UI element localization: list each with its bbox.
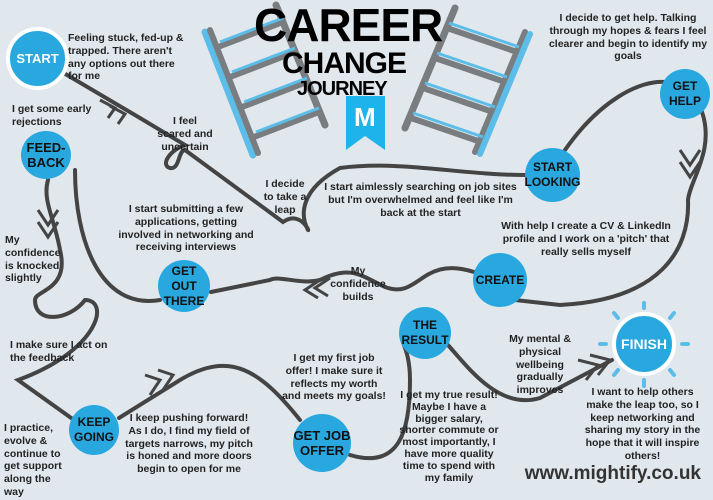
- title-career: CAREER: [254, 0, 443, 51]
- note-act-feedback: I make sure I act on the feedback: [10, 339, 108, 364]
- note-wellbeing: My mental & physical wellbeing gradually…: [509, 333, 571, 397]
- note-confidence-builds: My confidence builds: [330, 265, 386, 303]
- note-pushing: I keep pushing forward! As I do, I find …: [125, 412, 253, 476]
- note-true-result: I get my true result! Maybe I have a big…: [399, 389, 499, 484]
- note-get-help: I decide to get help. Talking through my…: [548, 12, 708, 63]
- left-ladder-icon: [201, 1, 329, 159]
- journey-path: [13, 70, 708, 461]
- arrow-chevrons: [36, 98, 702, 396]
- note-submitting: I start submitting a few applications, g…: [118, 203, 254, 254]
- note-rejections: I get some early rejections: [12, 103, 92, 128]
- m-banner-logo: [346, 96, 385, 150]
- finish-sunburst-rays: [598, 301, 690, 388]
- note-create: With help I create a CV & LinkedIn profi…: [501, 220, 671, 258]
- title-journey: JOURNEY: [297, 78, 388, 100]
- node-finish: FINISH: [612, 312, 676, 376]
- node-get-job-offer: GET JOB OFFER: [293, 414, 351, 472]
- note-first-job: I get my first job offer! I make sure it…: [282, 352, 386, 403]
- node-get-out-there: GET OUT THERE: [158, 260, 210, 312]
- title-change: CHANGE: [282, 47, 407, 80]
- node-start-looking: START LOOKING: [525, 148, 581, 202]
- note-practice: I practice, evolve & continue to get sup…: [4, 422, 62, 498]
- note-start: Feeling stuck, fed-up & trapped. There a…: [68, 32, 184, 83]
- right-ladder-icon: [401, 4, 533, 157]
- node-start: START: [6, 27, 69, 90]
- node-get-help: GET HELP: [660, 69, 710, 119]
- node-create: CREATE: [473, 253, 527, 307]
- note-aimless: I start aimlessly searching on job sites…: [324, 181, 517, 219]
- note-scared: I feel scared and uncertain: [157, 115, 213, 153]
- note-knocked: My confidence is knocked slightly: [5, 234, 61, 285]
- node-the-result: THE RESULT: [399, 307, 451, 359]
- note-finish: I want to help others make the leap too,…: [584, 386, 701, 462]
- logo-m: M: [354, 102, 376, 132]
- website-url: www.mightify.co.uk: [524, 463, 701, 484]
- node-keep-going: KEEP GOING: [69, 405, 119, 455]
- node-feedback: FEED- BACK: [21, 131, 71, 179]
- note-leap: I decide to take a leap: [263, 178, 307, 216]
